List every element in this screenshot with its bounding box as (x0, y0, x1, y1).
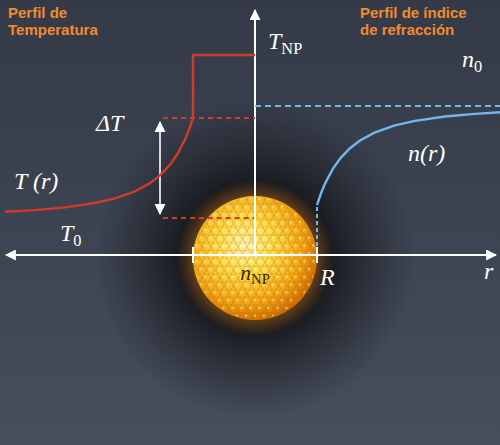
particle-temperature-label: TNP (268, 28, 302, 54)
radius-label: R (320, 264, 335, 290)
subscript: NP (281, 39, 302, 58)
radius-tick (316, 247, 318, 263)
temperature-function-label: T (r) (14, 168, 58, 194)
index-dashed-step (316, 207, 318, 252)
axis-label: r (484, 258, 493, 284)
radius-tick (192, 247, 194, 263)
particle-index-label: nNP (193, 262, 317, 286)
temperature-profile-heading: Perfil de Temperatura (8, 4, 108, 39)
ambient-temperature-label: T0 (60, 220, 82, 246)
temperature-dashed-level (163, 117, 255, 119)
symbol: T (268, 28, 281, 54)
index-profile-heading: Perfil de índice de refracción (360, 4, 480, 39)
index-function-label: n(r) (408, 140, 445, 166)
subscript: 0 (73, 231, 81, 250)
subscript: 0 (474, 57, 482, 76)
atom-lattice (194, 197, 316, 319)
symbol: n (240, 261, 251, 285)
radius-tick (316, 247, 318, 263)
subscript: NP (251, 271, 270, 287)
temperature-dashed-level (208, 217, 255, 219)
delta-arrow (159, 122, 161, 214)
index-dashed-level (255, 105, 500, 107)
temperature-curve (5, 55, 255, 212)
symbol: T (60, 220, 73, 246)
particle-halo (177, 180, 333, 336)
radius-tick (192, 247, 194, 263)
medium-index-label: n0 (462, 46, 482, 72)
radial-axis (6, 254, 496, 256)
index-curve (317, 112, 500, 205)
symbol: n (462, 46, 474, 72)
gold-sphere (193, 196, 317, 320)
particle-outline (193, 196, 317, 320)
vertical-axis (254, 10, 256, 255)
nanoparticle: nNP (193, 196, 317, 320)
vertical-axis (254, 196, 256, 255)
temperature-rise-label: ΔT (96, 110, 123, 136)
